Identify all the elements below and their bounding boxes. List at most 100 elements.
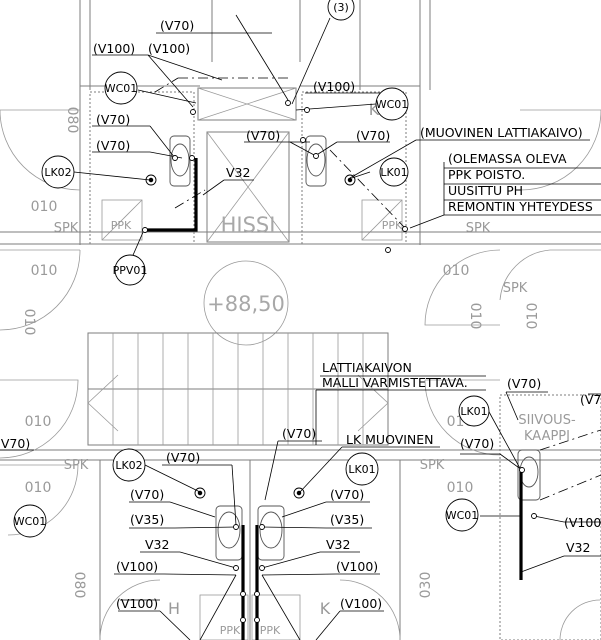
tag-lk02: LK02 [41,155,75,189]
room-code-text: 010 [25,414,52,430]
connection-dots [142,100,537,623]
svg-text:WC01: WC01 [14,515,47,528]
room-code-text: 010 [31,199,58,215]
pipe-size-label: (V70) [282,426,316,441]
pipe-size-label: (V70) [0,436,30,451]
svg-text:WC01: WC01 [105,82,138,95]
pipe-size-label: (V70) [356,128,390,143]
pipe-size-label: (V100) [336,559,378,574]
pipe-size-label: V32 [326,537,350,552]
pipe-size-label: (V100) [313,79,355,94]
pipe-size-label: (V100) [93,41,135,56]
pipe-size-label: V32 [566,540,590,555]
note-plastic-floor-drain: (MUOVINEN LATTIAKAIVO) [420,125,583,140]
architecture-texts: HISSI +88,50 080 010 010 010 010 010 010… [21,100,576,637]
pipe-size-label: (V70) [580,392,601,407]
elevator-text: HISSI [221,213,276,237]
svg-text:LK01: LK01 [348,463,375,476]
spk-text: SPK [64,458,89,473]
svg-text:WC01: WC01 [446,509,479,522]
svg-text:WC01: WC01 [376,98,409,111]
pipe-size-label: (V35) [330,512,364,527]
spk-text: SPK [54,221,79,236]
floor-drains [145,174,356,499]
ppk-text: PPK [260,624,281,637]
room-code-text: 010 [31,263,58,279]
pipe-size-label: (V70) [96,138,130,153]
pipe-size-label: (V70) [460,436,494,451]
note-floor-drain-model: LATTIAKAIVON [322,360,412,375]
room-code-text: 010 [525,303,541,330]
note-verify-model: MALLI VARMISTETTAVA. [322,375,468,390]
room-letter-text: H [168,599,180,618]
tag-lk01: LK01 [458,395,490,427]
svg-text:PPV01: PPV01 [113,264,148,277]
cleaning-closet-text: KAAPPI [524,429,570,444]
room-code-text: 010 [21,309,37,336]
tag-lk01: LK01 [379,157,409,187]
tag-lk01: LK01 [345,452,379,486]
tag-wc01: WC01 [104,71,138,105]
toilet-fixture [257,505,285,561]
pipe-size-label: (V70) [507,376,541,391]
pipe-size-label: (V70) [160,18,194,33]
fixtures [169,135,541,561]
svg-text:LK01: LK01 [460,405,487,418]
tag-wc01: WC01 [13,504,47,538]
floor-drain-symbol [145,174,157,186]
toilet-fixture [305,135,327,187]
note-during-renovation: REMONTIN YHTEYDESS [448,199,593,214]
tag-ppv01: PPV01 [113,254,148,286]
pipe-size-label: (V100) [340,596,382,611]
pipe-size-label: (V70) [96,112,130,127]
note-renewed: UUSITTU PH [448,183,523,198]
tag-wc01: WC01 [375,87,409,121]
pipe-size-label: V32 [226,165,250,180]
pipe-size-label: (V100) [116,596,158,611]
note-ppk-removal: PPK POISTO. [448,167,525,182]
svg-text:LK02: LK02 [115,459,142,472]
ppk-text: PPK [111,219,132,232]
svg-text:LK01: LK01 [380,166,407,179]
svg-text:(3): (3) [333,1,349,14]
ppk-text: PPK [382,219,403,232]
floor-level-text: +88,50 [207,292,285,316]
toilet-fixture [215,505,243,561]
pipe-size-label: (V100) [148,41,190,56]
tag-ref-3: (3) [327,0,355,21]
pipe-size-label: (V100) [564,515,601,530]
pipe-size-label: V32 [145,537,169,552]
vent-lines [154,77,601,501]
floor-drain-symbol [344,174,356,186]
annotation-notes: (MUOVINEN LATTIAKAIVO) (OLEMASSA OLEVA P… [320,125,601,447]
ppk-text: PPK [220,624,241,637]
spk-text: SPK [466,221,491,236]
spk-text: SPK [420,458,445,473]
pipe-labels: (V70) (V100) (V100) (V100) (V70) (V70) (… [0,18,601,611]
pipe-size-label: (V100) [116,559,158,574]
pipe-size-label: (V70) [166,450,200,465]
cleaning-closet-text: SIIVOUS- [518,413,576,428]
floor-drain-symbol [293,487,305,499]
tag-lk02: LK02 [112,448,146,482]
toilet-fixture [169,135,191,187]
room-code-text: 080 [64,107,80,134]
pipe-size-label: (V70) [246,128,280,143]
room-code-text: 080 [71,572,87,599]
drain-pipe [145,158,198,232]
spk-text: SPK [503,281,528,296]
leader-lines [0,14,601,640]
room-code-text: 010 [443,263,470,279]
note-plastic-lk: LK MUOVINEN [346,432,434,447]
svg-text:LK02: LK02 [44,166,71,179]
floor-drain-symbol [194,487,206,499]
note-existing: (OLEMASSA OLEVA [448,151,567,166]
room-code-text: 010 [447,480,474,496]
pipe-size-label: (V70) [130,487,164,502]
circled-tags: (3) WC01 WC01 LK02 LK01 PPV01 LK01 LK02 [13,0,490,538]
room-letter-text: K [320,599,331,618]
room-code-text: 010 [25,480,52,496]
tag-wc01: WC01 [445,498,479,532]
